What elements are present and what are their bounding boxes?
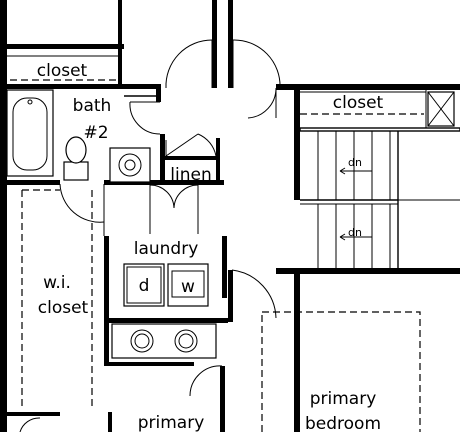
- primary-bedroom-label-1: primary: [310, 389, 377, 409]
- washer-label: w: [181, 277, 195, 297]
- closet-upper-left-label: closet: [37, 61, 88, 81]
- primary-bath: primary: [19, 413, 205, 432]
- washer-icon: w: [167, 263, 209, 307]
- sink-icon: [109, 147, 151, 183]
- sink-right-icon: [174, 329, 198, 353]
- bath-2: bath #2: [6, 89, 161, 183]
- closet-upper-left: closet: [7, 55, 118, 81]
- wi-closet-label-1: w.i.: [43, 273, 71, 293]
- primary-bedroom: primary bedroom: [261, 311, 421, 432]
- vanity: [111, 323, 223, 397]
- primary-bedroom-label-2: bedroom: [305, 414, 381, 432]
- closet-upper-right: closet: [299, 90, 460, 132]
- bath-label-1: bath: [73, 96, 112, 116]
- laundry-label: laundry: [134, 239, 199, 259]
- dryer-icon: d: [123, 263, 165, 307]
- linen: linen: [165, 133, 217, 185]
- laundry: laundry d w: [123, 184, 277, 319]
- stairs-lower-label: dn: [348, 226, 362, 239]
- linen-label: linen: [170, 165, 211, 185]
- hall-doors: [165, 39, 281, 119]
- closet-upper-right-label: closet: [333, 93, 384, 113]
- stairs-upper-label: dn: [348, 156, 362, 169]
- sink-left-icon: [130, 329, 154, 353]
- walk-in-closet: w.i. closet: [21, 183, 105, 410]
- toilet-icon: [63, 136, 89, 181]
- dryer-label: d: [139, 276, 150, 296]
- bathtub-icon: [6, 89, 54, 177]
- primary-bath-label: primary: [138, 413, 205, 432]
- stairs: dn dn: [300, 131, 460, 268]
- bath-label-2: #2: [83, 123, 108, 143]
- wi-closet-label-2: closet: [38, 298, 89, 318]
